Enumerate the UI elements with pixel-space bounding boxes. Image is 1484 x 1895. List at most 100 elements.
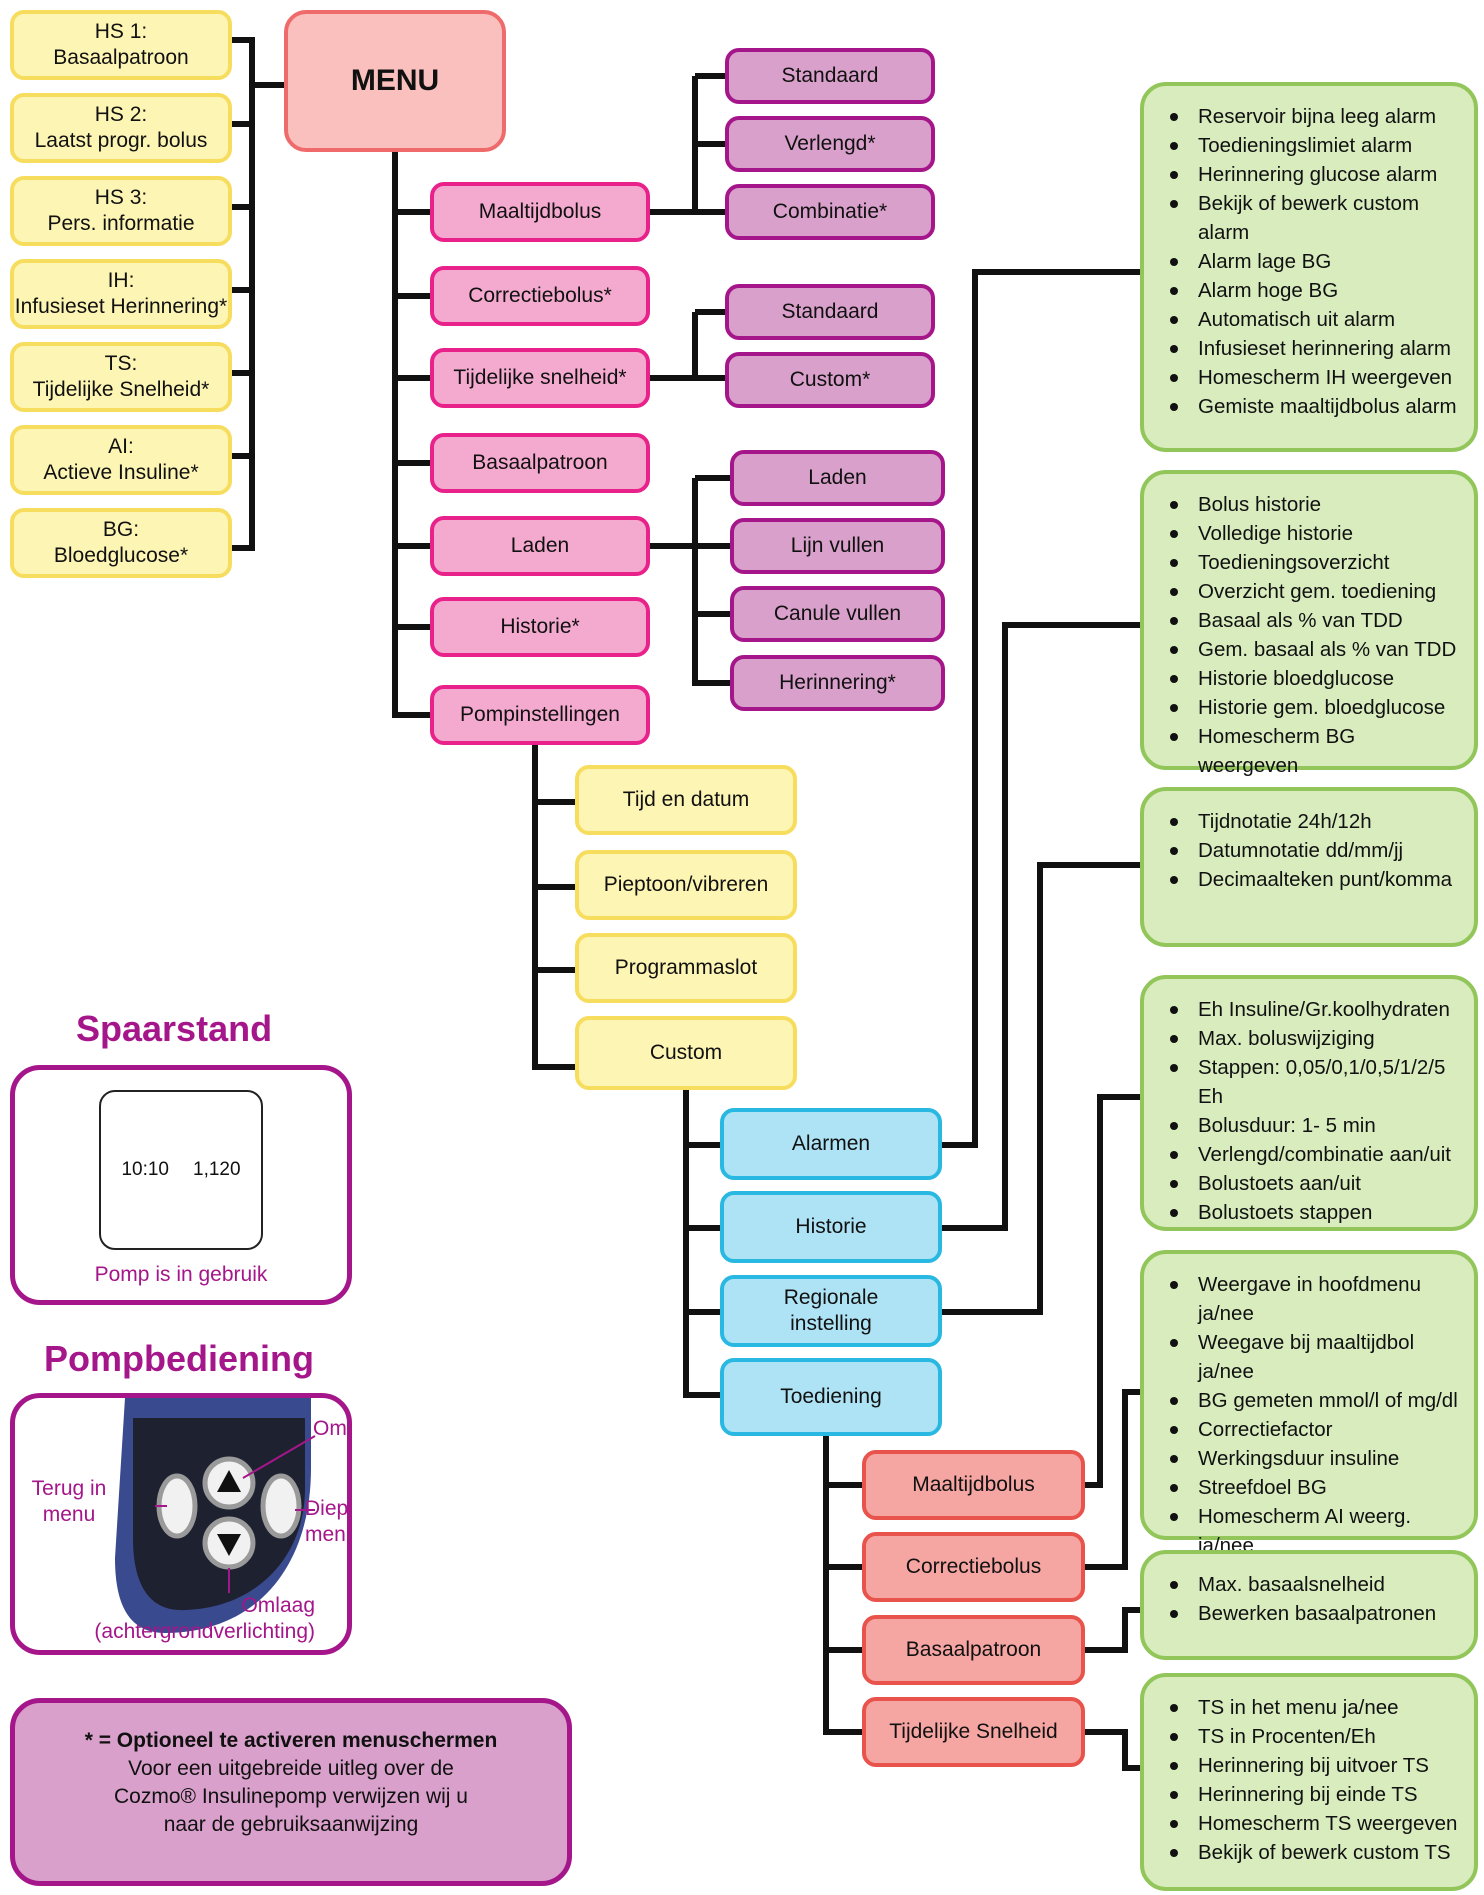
label-terug: Terug in menu bbox=[31, 1477, 107, 1526]
list-maaltijdbolus: Eh Insuline/Gr.koolhydraten Max. boluswi… bbox=[1140, 975, 1478, 1231]
pump-status-text: Pomp is in gebruik bbox=[94, 1263, 268, 1286]
home-screen-label: Pers. informatie bbox=[47, 212, 195, 235]
list-item: Gemiste maaltijdbolus alarm bbox=[1158, 392, 1460, 421]
menu-root[interactable]: MENU bbox=[284, 10, 506, 152]
menu-item-label: Laden bbox=[510, 533, 570, 557]
laden-lijn-vullen[interactable]: Lijn vullen bbox=[730, 518, 945, 574]
maaltijdbolus-combinatie[interactable]: Combinatie* bbox=[725, 184, 935, 240]
main-menu-pompinstellingen[interactable]: Pompinstellingen bbox=[430, 685, 650, 745]
laden-canule-vullen[interactable]: Canule vullen bbox=[730, 586, 945, 642]
home-screen-label: Bloedglucose* bbox=[53, 544, 189, 567]
spaarstand-panel: 10:10 1,120 Pomp is in gebruik bbox=[10, 1065, 352, 1305]
maaltijdbolus-verlengd[interactable]: Verlengd* bbox=[725, 116, 935, 172]
toediening-correctiebolus[interactable]: Correctiebolus bbox=[862, 1532, 1085, 1602]
custom-alarmen[interactable]: Alarmen bbox=[720, 1108, 942, 1180]
maaltijdbolus-standaard[interactable]: Standaard bbox=[725, 48, 935, 104]
list-item: Homescherm IH weergeven bbox=[1158, 363, 1460, 392]
laden-herinnering[interactable]: Herinnering* bbox=[730, 655, 945, 711]
main-menu-basaalpatroon[interactable]: Basaalpatroon bbox=[430, 433, 650, 493]
pump-device-illustration bbox=[115, 1398, 316, 1633]
list-item: Alarm hoge BG bbox=[1158, 276, 1460, 305]
main-menu-tijdelijke-snelheid[interactable]: Tijdelijke snelheid* bbox=[430, 348, 650, 408]
list-item: Weergave in hoofdmenu ja/nee bbox=[1158, 1270, 1460, 1328]
home-screen-ts[interactable]: TS: Tijdelijke Snelheid* bbox=[10, 342, 232, 412]
legend-note: * = Optioneel te activeren menuschermen … bbox=[10, 1698, 572, 1886]
home-screen-hs1[interactable]: HS 1: Basaalpatroon bbox=[10, 10, 232, 80]
pomp-custom[interactable]: Custom bbox=[575, 1016, 797, 1090]
toediening-maaltijdbolus[interactable]: Maaltijdbolus bbox=[862, 1450, 1085, 1520]
submenu-label: Regionale instelling bbox=[783, 1285, 879, 1335]
menu-item-label: Pompinstellingen bbox=[460, 702, 620, 726]
tijdelijke-custom[interactable]: Custom* bbox=[725, 352, 935, 408]
laden-laden[interactable]: Laden bbox=[730, 450, 945, 506]
tijdelijke-standaard[interactable]: Standaard bbox=[725, 284, 935, 340]
submenu-label: Verlengd* bbox=[784, 131, 876, 155]
list-item: Toedieningsoverzicht bbox=[1158, 548, 1460, 577]
custom-historie[interactable]: Historie bbox=[720, 1191, 942, 1263]
home-screen-bg[interactable]: BG: Bloedglucose* bbox=[10, 508, 232, 578]
list-item: Volledige historie bbox=[1158, 519, 1460, 548]
list-item: Historie gem. bloedglucose bbox=[1158, 693, 1460, 722]
list-ts: TS in het menu ja/nee TS in Procenten/Eh… bbox=[1140, 1673, 1478, 1891]
toediening-tijdelijke-snelheid[interactable]: Tijdelijke Snelheid bbox=[862, 1697, 1085, 1767]
pomp-pieptoon[interactable]: Pieptoon/vibreren bbox=[575, 850, 797, 920]
home-screen-hs2[interactable]: HS 2: Laatst progr. bolus bbox=[10, 93, 232, 163]
list-item: Reservoir bijna leeg alarm bbox=[1158, 102, 1460, 131]
label-omhoog: Omhoog bbox=[313, 1417, 347, 1440]
submenu-label: Laden bbox=[808, 465, 867, 489]
main-menu-laden[interactable]: Laden bbox=[430, 516, 650, 576]
list-item: Bewerken basaalpatronen bbox=[1158, 1599, 1460, 1628]
list-item: Overzicht gem. toediening bbox=[1158, 577, 1460, 606]
list-item: TS in het menu ja/nee bbox=[1158, 1693, 1460, 1722]
list-item: Datumnotatie dd/mm/jj bbox=[1158, 836, 1460, 865]
list-item: Weegave bij maaltijdbol ja/nee bbox=[1158, 1328, 1460, 1386]
list-item: TS in Procenten/Eh bbox=[1158, 1722, 1460, 1751]
submenu-label: Pieptoon/vibreren bbox=[603, 872, 769, 896]
custom-regionale-instelling[interactable]: Regionale instelling bbox=[720, 1275, 942, 1347]
home-screen-code: AI: bbox=[108, 434, 134, 458]
main-menu-correctiebolus[interactable]: Correctiebolus* bbox=[430, 266, 650, 326]
main-menu-historie[interactable]: Historie* bbox=[430, 597, 650, 657]
submenu-label: Standaard bbox=[781, 63, 879, 87]
custom-toediening[interactable]: Toediening bbox=[720, 1358, 942, 1436]
deeper-button-icon bbox=[260, 1473, 302, 1539]
main-menu-maaltijdbolus[interactable]: Maaltijdbolus bbox=[430, 182, 650, 242]
list-item: Streefdoel BG bbox=[1158, 1473, 1460, 1502]
home-screen-code: BG: bbox=[102, 517, 140, 541]
home-screen-hs3[interactable]: HS 3: Pers. informatie bbox=[10, 176, 232, 246]
submenu-label: Standaard bbox=[781, 299, 879, 323]
home-screen-ai[interactable]: AI: Actieve Insuline* bbox=[10, 425, 232, 495]
list-item: Herinnering bij uitvoer TS bbox=[1158, 1751, 1460, 1780]
pompbediening-title: Pompbediening bbox=[44, 1338, 314, 1379]
submenu-label: Tijdelijke Snelheid bbox=[889, 1719, 1058, 1743]
home-screen-ih[interactable]: IH: Infusieset Herinnering* bbox=[10, 259, 232, 329]
submenu-label: Lijn vullen bbox=[790, 533, 885, 557]
list-item: Bolusduur: 1- 5 min bbox=[1158, 1111, 1460, 1140]
list-item: Bolus historie bbox=[1158, 490, 1460, 519]
list-item: Eh Insuline/Gr.koolhydraten bbox=[1158, 995, 1460, 1024]
list-item: Bekijk of bewerk custom TS bbox=[1158, 1838, 1460, 1867]
menu-item-label: Maaltijdbolus bbox=[478, 199, 602, 223]
toediening-basaalpatroon[interactable]: Basaalpatroon bbox=[862, 1615, 1085, 1685]
pomp-tijd-en-datum[interactable]: Tijd en datum bbox=[575, 765, 797, 835]
submenu-label: Canule vullen bbox=[773, 601, 902, 625]
home-screen-label: Laatst progr. bolus bbox=[34, 129, 208, 152]
list-item: Gem. basaal als % van TDD bbox=[1158, 635, 1460, 664]
submenu-label: Historie bbox=[795, 1214, 867, 1238]
list-item: Max. boluswijziging bbox=[1158, 1024, 1460, 1053]
submenu-label: Tijd en datum bbox=[622, 787, 750, 811]
home-screen-code: HS 2: bbox=[94, 102, 148, 126]
submenu-label: Herinnering* bbox=[779, 670, 896, 694]
list-item: Max. basaalsnelheid bbox=[1158, 1570, 1460, 1599]
home-screen-code: HS 1: bbox=[94, 19, 148, 43]
menu-item-label: Tijdelijke snelheid* bbox=[453, 365, 627, 389]
submenu-label: Combinatie* bbox=[772, 199, 888, 223]
list-item: Stappen: 0,05/0,1/0,5/1/2/5 Eh bbox=[1158, 1053, 1460, 1111]
pomp-programmaslot[interactable]: Programmaslot bbox=[575, 933, 797, 1003]
home-screen-label: Tijdelijke Snelheid* bbox=[32, 378, 210, 401]
menu-item-label: Basaalpatroon bbox=[472, 450, 608, 474]
list-item: Automatisch uit alarm bbox=[1158, 305, 1460, 334]
home-screen-label: Actieve Insuline* bbox=[43, 461, 199, 484]
screen-time: 10:10 bbox=[121, 1159, 169, 1180]
legend-line-1: Voor een uitgebreide uitleg over de bbox=[128, 1757, 454, 1780]
